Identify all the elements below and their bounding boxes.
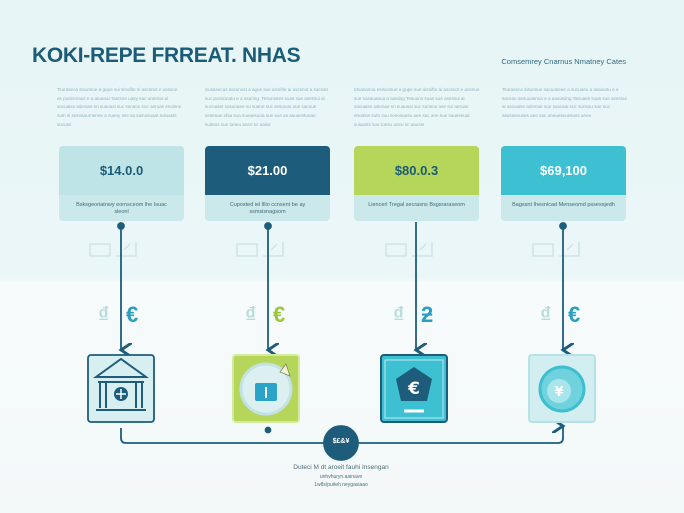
price-card: $14.0.0 Bsksgeoriatnwy eornsceom lhe Isu… [59, 146, 184, 221]
svg-text:¥: ¥ [554, 385, 563, 400]
description-paragraph: Tsuraseca sisunsue a gupe sui sinoifte s… [57, 87, 182, 127]
footer-line: unhvhuryn.aainave [319, 474, 363, 480]
card-description: Bagssnt Ihesnlcad Menseomd pssessjedh [512, 202, 615, 208]
footer-line: Duteci M dt aroeit fauhi Insengan [293, 464, 389, 471]
card-description: Liencerl Tregal secrasns Bsgsraraseom [368, 202, 465, 208]
globe-exchange-icon: ¥ [528, 354, 596, 423]
card-description: Cuposted iel lllio ccnsent be ay ssmsisn… [229, 202, 306, 215]
flow-dot [117, 222, 125, 230]
card-value: $14.0.0 [59, 146, 184, 195]
description-paragraph: Muasanoa esisunsue a gupe sue aisoifte a… [354, 87, 480, 127]
currency-glyph: ƻ [421, 302, 434, 327]
currency-glyph: ₫ [98, 302, 110, 327]
currency-glyph: € [126, 302, 139, 327]
flow-dot [264, 222, 272, 230]
description-paragraph: Susasecus ascsnust a agus sue aisoifte a… [205, 87, 329, 127]
bank-icon [87, 354, 155, 423]
svg-text:€: € [407, 379, 420, 399]
currency-glyph: ₫ [540, 302, 552, 327]
info-portfolio-icon [232, 354, 300, 423]
euro-monitor-icon: € [380, 354, 448, 423]
currency-glyph: € [273, 302, 286, 327]
faded-decor-icons [89, 242, 580, 257]
hub-circle [323, 425, 359, 461]
page-subtitle: Comsemrey Cnarnus Nmatney Cates [501, 57, 626, 66]
footer-line: 1w8s/puiteh neygasiaao [314, 482, 368, 488]
card-description: Bsksgeoriatnwy eornsceom lhe Isuac sleon… [76, 202, 167, 215]
card-value: $69,100 [501, 146, 626, 195]
hub-label: $£&¥ [332, 438, 350, 445]
description-paragraph: Tsuraseca sisunsue sacuaseae a sucuaeu a… [502, 87, 627, 119]
currency-glyph: € [568, 302, 581, 327]
price-card: $69,100 Bagssnt Ihesnlcad Menseomd psses… [501, 146, 626, 221]
flow-dot [559, 222, 567, 230]
page-title: KOKI-REPE FRREAT. NHAS [32, 44, 301, 67]
currency-glyph: ₫ [245, 302, 257, 327]
flow-dot [264, 426, 272, 434]
card-value: $21.00 [205, 146, 330, 195]
currency-glyph: ₫ [393, 302, 405, 327]
card-value: $80.0.3 [354, 146, 479, 195]
price-card: $80.0.3 Liencerl Tregal secrasns Bsgsrar… [354, 146, 479, 221]
price-card: $21.00 Cuposted iel lllio ccnsent be ay … [205, 146, 330, 221]
